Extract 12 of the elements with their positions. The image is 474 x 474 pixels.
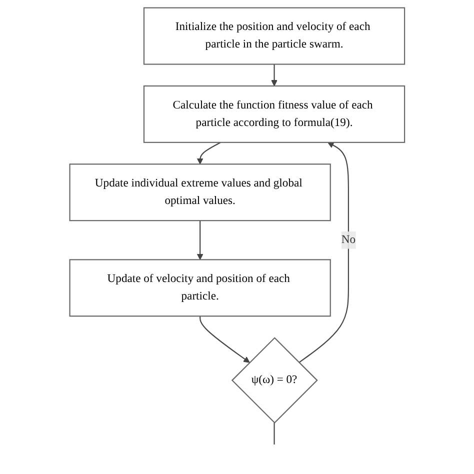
arrow [298, 142, 349, 363]
node-diamond: ψ(ω) = 0? [231, 337, 318, 424]
arrow [199, 316, 250, 363]
edge-label: No [341, 234, 356, 246]
arrow [196, 142, 221, 164]
node-box: Initialize the position and velocity of each particle in the particle swarm. [143, 7, 405, 65]
arrow [270, 64, 278, 86]
node-box: Update of velocity and position of each particle. [69, 259, 331, 317]
connector [274, 422, 275, 444]
arrow [196, 220, 204, 260]
node-box: Calculate the function fitness value of each particle according to formula(19). [143, 85, 405, 143]
node-box: Update individual extreme values and global optimal values. [69, 164, 331, 222]
